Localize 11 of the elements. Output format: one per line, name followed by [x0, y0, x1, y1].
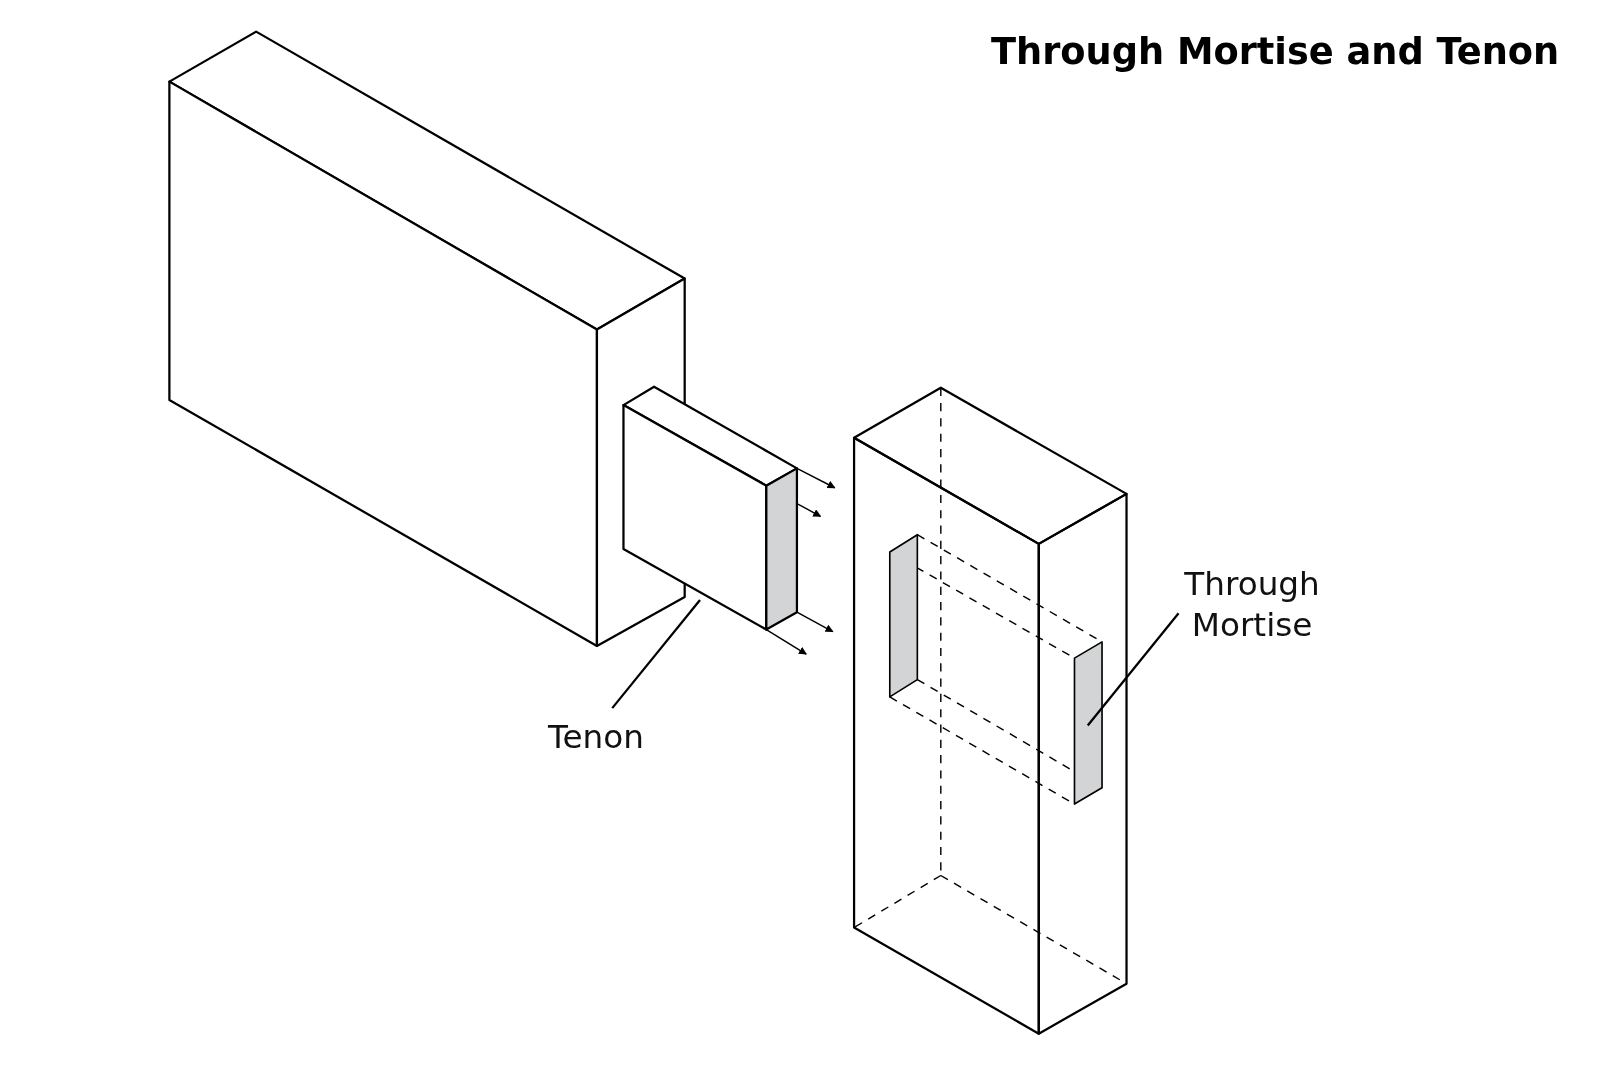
part-label: Through Mortise	[1139, 563, 1365, 645]
leader-line	[1086, 612, 1180, 727]
part-label: Tenon	[514, 716, 678, 758]
arrow	[796, 611, 834, 633]
arrow	[796, 467, 836, 489]
leader-line	[611, 599, 701, 709]
arrow	[797, 503, 822, 518]
diagram-title: Through Mortise and Tenon	[989, 30, 1560, 73]
arrow	[765, 628, 807, 655]
tenon-drawing	[622, 385, 799, 631]
mortise-opening	[1073, 641, 1103, 805]
